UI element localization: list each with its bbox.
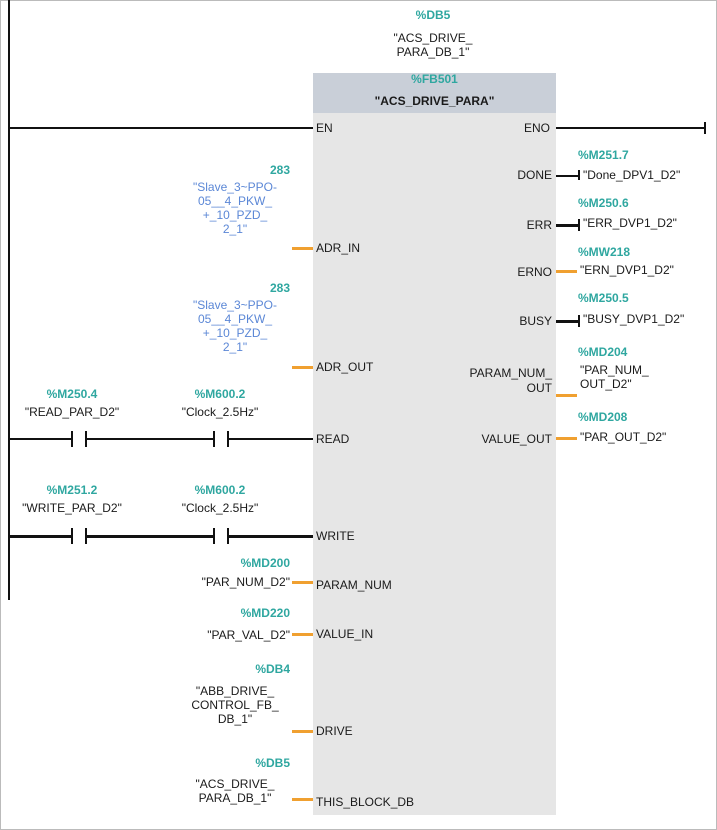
adr-out-symbol-line1[interactable]: "Slave_3~PPO- — [193, 298, 277, 312]
this-db-name-line1: "ACS_DRIVE_ — [195, 777, 275, 791]
write-par-address[interactable]: %M251.2 — [46, 483, 98, 497]
err-wire — [556, 224, 580, 227]
value-in-address[interactable]: %MD220 — [240, 606, 290, 620]
param-num-out-name-line2: OUT_D2" — [580, 377, 632, 391]
pin-param-num-out-line2[interactable]: OUT — [526, 381, 552, 395]
pin-read[interactable]: READ — [316, 432, 350, 446]
done-coil-bar — [578, 170, 580, 180]
err-coil-bar — [578, 219, 580, 231]
adr-in-wire — [292, 247, 313, 250]
drive-name-line2: CONTROL_FB_ — [191, 698, 279, 712]
drive-name-line3: DB_1" — [217, 712, 253, 726]
eno-wire — [556, 127, 706, 129]
busy-coil-bar — [578, 315, 580, 327]
done-address[interactable]: %M251.7 — [578, 148, 629, 162]
param-num-address[interactable]: %MD200 — [240, 556, 290, 570]
pin-en[interactable]: EN — [316, 121, 333, 135]
pin-erno[interactable]: ERNO — [517, 265, 552, 279]
pin-this-block-db[interactable]: THIS_BLOCK_DB — [316, 795, 415, 809]
pin-done[interactable]: DONE — [517, 168, 552, 182]
read-wire-3 — [229, 438, 313, 440]
write-wire-3 — [229, 535, 313, 538]
adr-in-symbol-line3[interactable]: +_10_PZD_ — [202, 208, 268, 222]
done-wire — [556, 175, 580, 177]
adr-out-symbol-line4[interactable]: 2_1" — [222, 340, 248, 354]
param-num-out-wire — [556, 394, 577, 397]
read-par-address[interactable]: %M250.4 — [46, 387, 98, 401]
pin-drive[interactable]: DRIVE — [316, 724, 353, 738]
err-name: "ERR_DVP1_D2" — [583, 216, 677, 230]
pin-busy[interactable]: BUSY — [519, 314, 552, 328]
adr-out-symbol-line3[interactable]: +_10_PZD_ — [202, 326, 268, 340]
this-db-address[interactable]: %DB5 — [255, 756, 290, 770]
value-in-name: "PAR_VAL_D2" — [207, 628, 290, 642]
param-num-out-name-line1: "PAR_NUM_ — [580, 363, 649, 377]
power-rail — [8, 0, 10, 600]
pin-adr-in[interactable]: ADR_IN — [316, 241, 361, 255]
param-num-wire — [292, 581, 313, 584]
adr-out-symbol-line2[interactable]: 05__4_PKW_ — [197, 312, 273, 326]
write-wire-2 — [87, 535, 213, 538]
drive-name-line1: "ABB_DRIVE_ — [195, 684, 275, 698]
write-par-name: "WRITE_PAR_D2" — [22, 501, 122, 515]
block-name: "ACS_DRIVE_PARA" — [374, 94, 495, 108]
read-par-contact[interactable] — [71, 431, 87, 447]
pin-err[interactable]: ERR — [526, 218, 552, 232]
param-num-name: "PAR_NUM_D2" — [201, 575, 290, 589]
value-out-name: "PAR_OUT_D2" — [580, 430, 667, 444]
instance-db-name-line2: PARA_DB_1" — [396, 45, 470, 59]
write-wire-1 — [8, 535, 71, 538]
write-par-contact[interactable] — [71, 528, 87, 544]
value-out-address[interactable]: %MD208 — [578, 410, 628, 424]
read-par-name: "READ_PAR_D2" — [24, 405, 120, 419]
err-address[interactable]: %M250.6 — [578, 196, 629, 210]
block-address: %FB501 — [411, 72, 458, 86]
en-wire — [8, 127, 313, 129]
eno-arrow — [704, 122, 706, 134]
instance-db-address[interactable]: %DB5 — [415, 8, 451, 22]
clock1-address[interactable]: %M600.2 — [194, 387, 246, 401]
pin-eno[interactable]: ENO — [523, 121, 550, 135]
erno-name: "ERN_DVP1_D2" — [580, 263, 674, 277]
value-in-wire — [292, 633, 313, 636]
busy-address[interactable]: %M250.5 — [578, 291, 629, 305]
clock2-contact[interactable] — [213, 528, 229, 544]
drive-wire — [292, 730, 313, 733]
param-num-out-address[interactable]: %MD204 — [578, 345, 628, 359]
busy-wire — [556, 320, 580, 323]
done-name: "Done_DPV1_D2" — [583, 168, 681, 182]
busy-name: "BUSY_DVP1_D2" — [583, 312, 685, 326]
clock2-address[interactable]: %M600.2 — [194, 483, 246, 497]
adr-in-symbol-line1[interactable]: "Slave_3~PPO- — [193, 180, 277, 194]
clock1-name: "Clock_2.5Hz" — [181, 405, 259, 419]
this-db-wire — [292, 798, 313, 801]
adr-in-symbol-line2[interactable]: 05__4_PKW_ — [197, 194, 273, 208]
function-block-body[interactable] — [313, 73, 556, 815]
pin-param-num-out-line1[interactable]: PARAM_NUM_ — [469, 366, 552, 380]
pin-adr-out[interactable]: ADR_OUT — [316, 360, 374, 374]
this-db-name-line2: PARA_DB_1" — [198, 791, 272, 805]
erno-address[interactable]: %MW218 — [578, 245, 631, 259]
adr-out-value[interactable]: 283 — [269, 281, 290, 295]
pin-write[interactable]: WRITE — [316, 529, 355, 543]
read-wire-1 — [8, 438, 71, 440]
pin-value-in[interactable]: VALUE_IN — [316, 627, 374, 641]
clock2-name: "Clock_2.5Hz" — [181, 501, 259, 515]
adr-out-wire — [292, 366, 313, 369]
function-block-header[interactable] — [313, 73, 556, 113]
adr-in-value[interactable]: 283 — [269, 163, 290, 177]
erno-wire — [556, 270, 577, 273]
pin-param-num[interactable]: PARAM_NUM — [316, 578, 392, 592]
read-wire-2 — [87, 438, 213, 440]
pin-value-out[interactable]: VALUE_OUT — [481, 432, 552, 446]
instance-db-name-line1: "ACS_DRIVE_ — [393, 31, 473, 45]
clock1-contact[interactable] — [213, 431, 229, 447]
adr-in-symbol-line4[interactable]: 2_1" — [222, 222, 248, 236]
value-out-wire — [556, 437, 577, 440]
drive-address[interactable]: %DB4 — [255, 662, 290, 676]
